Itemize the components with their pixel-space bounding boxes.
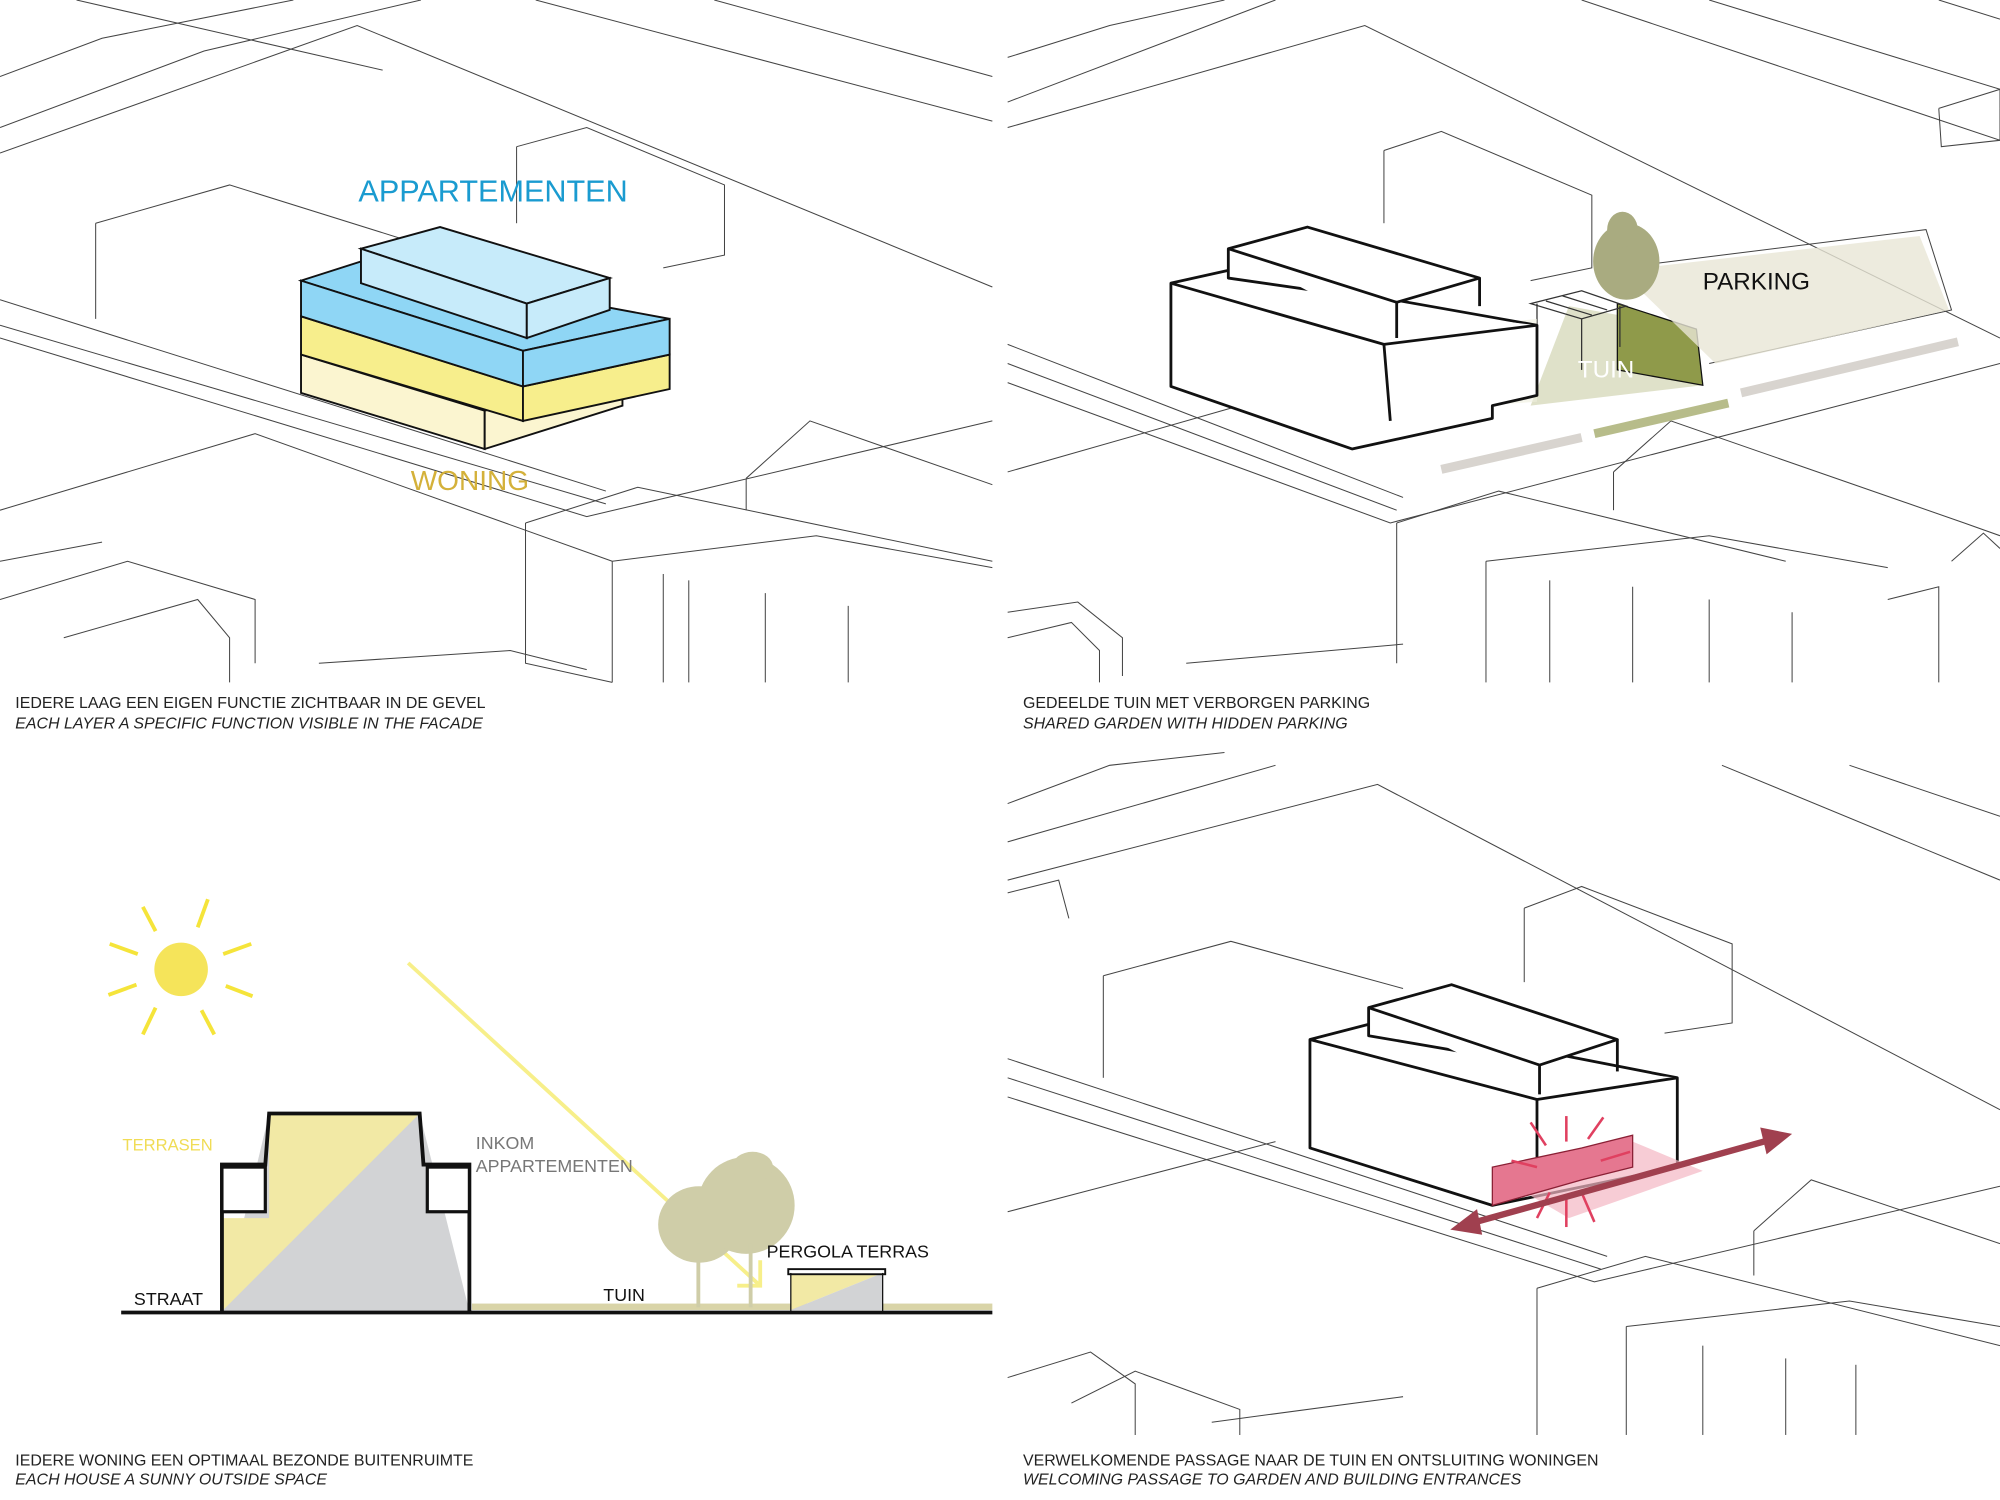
- tree-icon: [1593, 211, 1660, 300]
- context-lines: [1007, 0, 2000, 683]
- caption-nl: IEDERE LAAG EEN EIGEN FUNCTIE ZICHTBAAR …: [15, 695, 485, 712]
- pergola-section: [787, 1268, 887, 1312]
- label-straat: STRAAT: [134, 1289, 203, 1309]
- label-appartementen: APPARTEMENTEN: [358, 175, 627, 209]
- label-appartementen: APPARTEMENTEN: [476, 1156, 633, 1176]
- building-massing: [1169, 225, 1539, 451]
- garden-wall: [1616, 302, 1704, 386]
- caption-nl: GEDEELDE TUIN MET VERBORGEN PARKING: [1023, 695, 1370, 712]
- caption-en: EACH HOUSE A SUNNY OUTSIDE SPACE: [15, 1472, 327, 1489]
- tree-icon: [658, 1151, 795, 1308]
- context-lines: [1007, 752, 2000, 1435]
- panel-garden: PARKING TUIN GEDEELDE TUIN MET VERBORGEN…: [1007, 0, 2000, 732]
- house-section: [220, 1111, 472, 1312]
- label-terrasen: TERRASEN: [122, 1136, 212, 1155]
- label-parking: PARKING: [1703, 269, 1810, 296]
- top-layer: [357, 226, 613, 340]
- caption-en: EACH LAYER A SPECIFIC FUNCTION VISIBLE I…: [15, 715, 483, 732]
- caption-en: WELCOMING PASSAGE TO GARDEN AND BUILDING…: [1023, 1472, 1522, 1489]
- label-pergola-terras: PERGOLA TERRAS: [767, 1242, 929, 1262]
- label-tuin: TUIN: [603, 1285, 645, 1305]
- movement-arrows: [1440, 337, 1959, 474]
- panel-section: TERRASEN INKOM APPARTEMENTEN STRAAT TUIN…: [15, 898, 993, 1489]
- passage-highlight: [1491, 1116, 1703, 1228]
- label-inkom: INKOM: [476, 1133, 535, 1153]
- sun-icon: [107, 898, 254, 1036]
- garden-ground: [471, 1303, 993, 1310]
- caption-en: SHARED GARDEN WITH HIDDEN PARKING: [1023, 715, 1348, 732]
- context-lines: [0, 0, 993, 683]
- passage-arrow: [1450, 1127, 1793, 1235]
- caption-nl: VERWELKOMENDE PASSAGE NAAR DE TUIN EN ON…: [1023, 1453, 1599, 1470]
- caption-nl: IEDERE WONING EEN OPTIMAAL BEZONDE BUITE…: [15, 1453, 473, 1470]
- panel-layers: APPARTEMENTEN WONING IEDERE LAAG EEN EIG…: [0, 0, 993, 732]
- parking-area: [1619, 235, 1949, 364]
- label-woning: WONING: [411, 465, 529, 496]
- label-tuin: TUIN: [1578, 357, 1635, 384]
- panel-passage: VERWELKOMENDE PASSAGE NAAR DE TUIN EN ON…: [1007, 752, 2000, 1489]
